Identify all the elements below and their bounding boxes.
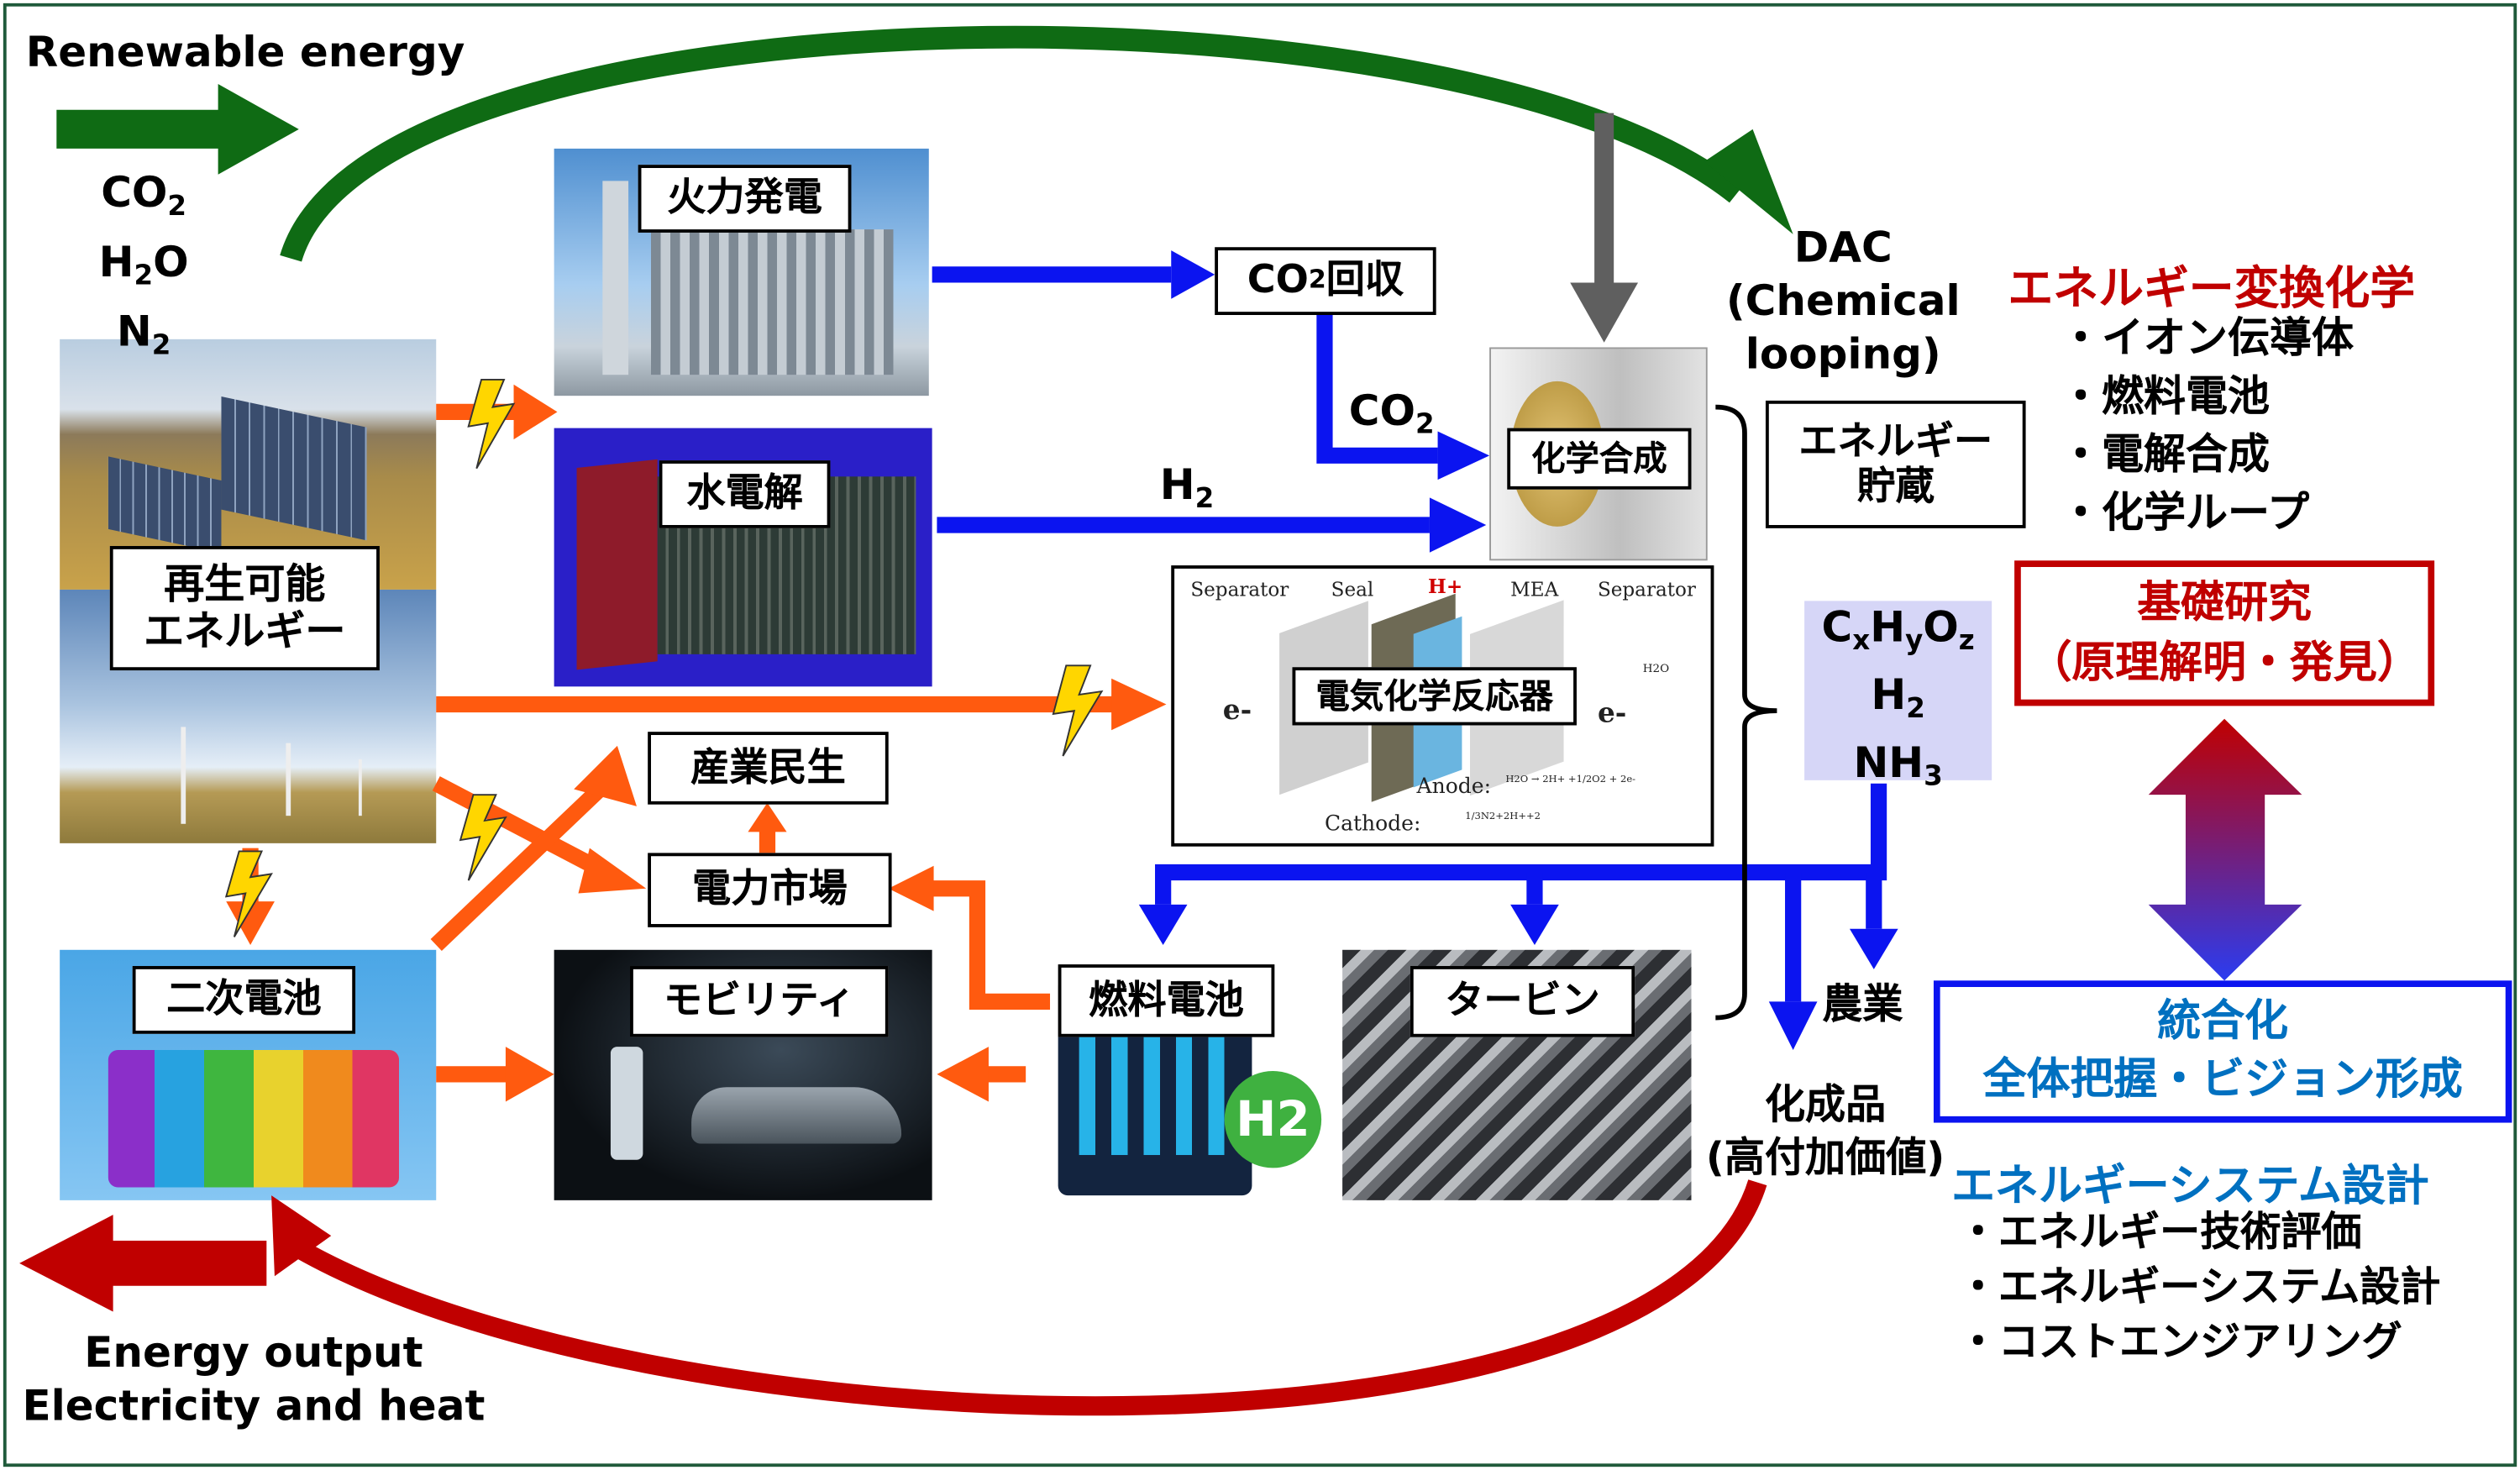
research-integration-arrow — [2148, 718, 2302, 981]
energy-output-arrow — [19, 1215, 267, 1312]
energy-storage-label: エネルギー 貯蔵 — [1765, 400, 2026, 528]
renewable-input-arrow — [56, 84, 299, 175]
renewable-energy-title: Renewable energy — [25, 29, 465, 78]
chem-item: ・化学ループ — [2059, 489, 2309, 538]
frame — [3, 3, 2517, 1467]
anode-equation: H2O → 2H+ +1/2O2 + 2e- — [1505, 774, 1636, 785]
system-items: ・エネルギー技術評価 ・エネルギーシステム設計 ・コストエンジアリング — [1958, 1205, 2441, 1370]
label-cathode: Cathode: — [1324, 812, 1421, 837]
system-item: ・エネルギーシステム設計 — [1957, 1263, 2441, 1310]
products-box: CxHyOz H2 NH3 — [1804, 601, 1992, 792]
label-e-right: e- — [1597, 697, 1627, 731]
chem-item: ・電解合成 — [2059, 431, 2270, 480]
thermal-power-label: 火力発電 — [638, 165, 852, 233]
system-item: ・エネルギー技術評価 — [1957, 1208, 2362, 1256]
h2o-label: H2O — [98, 239, 189, 291]
orange-arrowheads — [226, 384, 1167, 1102]
system-item: ・コストエンジアリング — [1957, 1318, 2402, 1366]
chem-item: ・イオン伝導体 — [2059, 315, 2354, 364]
chem-items: ・イオン伝導体 ・燃料電池 ・電解合成 ・化学ループ — [2060, 310, 2354, 543]
chem-item: ・燃料電池 — [2059, 373, 2270, 422]
blue-arrowheads — [1138, 250, 1898, 1051]
label-separator-left: Separator — [1190, 578, 1289, 601]
fuel-cell-label: 燃料電池 — [1058, 964, 1275, 1037]
label-mea: MEA — [1510, 578, 1559, 601]
label-hplus: H+ — [1428, 575, 1463, 598]
lightning-icon — [224, 378, 1104, 937]
cathode-equation: 1/3N2+2H++2 — [1465, 811, 1541, 822]
energy-output-text: Energy output Electricity and heat — [19, 1328, 488, 1435]
co2-flow-label: CO2 — [1348, 387, 1435, 440]
energy-output-line2: Electricity and heat — [22, 1383, 486, 1431]
integration-title: 統合化 — [2157, 996, 2289, 1047]
label-h2o: H2O — [1642, 662, 1670, 675]
agriculture-label: 農業 — [1822, 980, 1903, 1028]
bracket — [1715, 404, 1777, 1021]
battery-photo — [60, 949, 437, 1200]
nh3-label: NH3 — [1853, 740, 1943, 792]
integration-box: 統合化 全体把握・ビジョン形成 — [1933, 980, 2512, 1123]
output-arc-head — [271, 1195, 332, 1277]
gray-arrow — [1570, 113, 1639, 343]
orange-arrows — [242, 403, 1115, 1083]
label-separator-right: Separator — [1597, 578, 1696, 601]
n2-label: N2 — [116, 308, 171, 361]
chem-title: エネルギー変換化学 — [2008, 261, 2416, 316]
cxhyoz-label: CxHyOz — [1821, 604, 1975, 656]
label-anode: Anode: — [1416, 775, 1491, 800]
industry-label: 産業民生 — [648, 732, 889, 805]
reactor-diagram: Separator Seal H+ MEA Separator H2O e- e… — [1171, 565, 1714, 847]
basic-research-box: 基礎研究 （原理解明・発見） — [2014, 560, 2435, 706]
power-plant-photo — [554, 148, 929, 396]
reactor-label: 電気化学反応器 — [1292, 667, 1577, 726]
label-e-left: e- — [1222, 694, 1252, 727]
mobility-label: モビリティ — [630, 966, 889, 1037]
co2-label: CO2 — [101, 169, 187, 222]
renewable-arc-head — [1704, 129, 1793, 234]
h2-badge: H2 — [1224, 1071, 1322, 1168]
electrolysis-label: 水電解 — [659, 460, 831, 528]
h2-product-label: H2 — [1871, 672, 1925, 724]
integration-subtitle: 全体把握・ビジョン形成 — [1982, 1054, 2463, 1105]
dac-label: DAC (Chemical looping) — [1725, 224, 1961, 380]
blue-arrows — [932, 266, 1887, 1002]
input-molecules: CO2 H2O N2 — [97, 165, 191, 373]
turbine-label: タービン — [1410, 966, 1635, 1037]
h2-flow-label: H2 — [1159, 462, 1215, 514]
renewable-label: 再生可能 エネルギー — [109, 546, 380, 671]
system-design-title: エネルギーシステム設計 — [1951, 1161, 2429, 1212]
synthesis-label: 化学合成 — [1507, 428, 1692, 490]
chemicals-label: 化成品 (高付加価値) — [1705, 1080, 1945, 1181]
label-seal: Seal — [1331, 578, 1374, 601]
battery-label: 二次電池 — [132, 966, 356, 1034]
energy-output-line1: Energy output — [84, 1329, 423, 1378]
renewable-arc — [280, 25, 1744, 262]
power-market-label: 電力市場 — [648, 853, 892, 927]
output-arc — [286, 1179, 1767, 1416]
